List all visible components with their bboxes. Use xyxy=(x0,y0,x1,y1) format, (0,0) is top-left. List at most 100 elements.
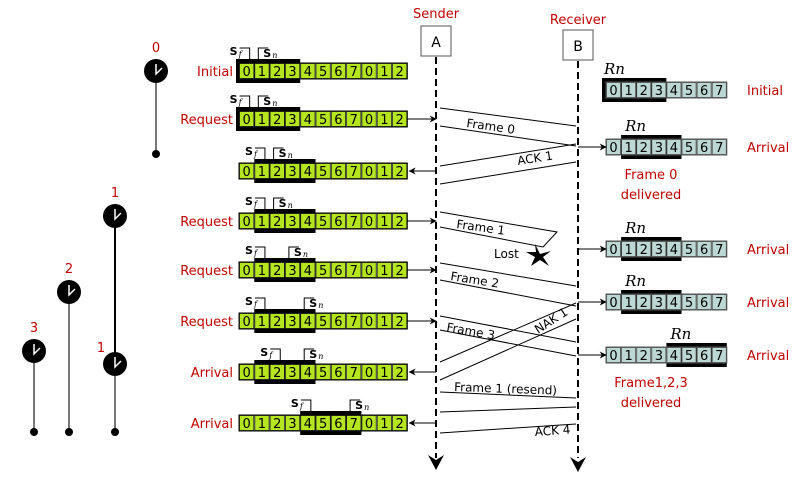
sequence-number: 4 xyxy=(304,417,312,432)
sequence-number: 2 xyxy=(273,417,281,432)
frame-2-line xyxy=(439,262,577,307)
sf-pointer-label: S xyxy=(230,45,238,58)
sequence-number: 5 xyxy=(319,65,327,80)
sn-pointer-line xyxy=(257,47,269,60)
sequence-number: 3 xyxy=(288,113,296,128)
sequence-number: 2 xyxy=(273,315,281,330)
sf-pointer-subscript: f xyxy=(253,249,259,258)
receive-number: 3 xyxy=(655,84,663,99)
sequence-number: 0 xyxy=(365,215,373,230)
sn-pointer-line xyxy=(273,147,284,160)
sequence-number: 2 xyxy=(396,264,404,279)
receive-number: 6 xyxy=(700,296,708,311)
sequence-number: 6 xyxy=(334,215,342,230)
sn-pointer-label: S xyxy=(279,197,287,210)
sf-pointer-label: S xyxy=(245,244,253,257)
receive-number: 0 xyxy=(609,243,617,258)
receive-number: 5 xyxy=(685,84,693,99)
receive-outline xyxy=(605,81,728,99)
sequence-number: 2 xyxy=(273,165,281,180)
sequence-number: 3 xyxy=(288,264,296,279)
sequence-number: 2 xyxy=(273,366,281,381)
clock-hands xyxy=(155,64,163,76)
receive-number: 2 xyxy=(640,243,648,258)
sequence-number: 6 xyxy=(334,417,342,432)
sequence-number: 0 xyxy=(365,315,373,330)
receive-number: 6 xyxy=(700,84,708,99)
receive-number: 4 xyxy=(670,349,678,364)
receive-number: 4 xyxy=(670,141,678,156)
sequence-number: 1 xyxy=(380,366,388,381)
sequence-number: 1 xyxy=(258,417,266,432)
sequence-number: 4 xyxy=(304,264,312,279)
sequence-number: 5 xyxy=(319,165,327,180)
clock-hands xyxy=(68,285,76,297)
receive-number: 4 xyxy=(670,243,678,258)
sequence-number: 5 xyxy=(319,366,327,381)
sn-pointer-label: S xyxy=(355,399,363,412)
timer-end-dot xyxy=(65,428,73,436)
sequence-number: 2 xyxy=(273,65,281,80)
frame-1-resend-line xyxy=(439,391,577,413)
sf-pointer-line xyxy=(239,95,251,108)
sequence-number: 7 xyxy=(350,315,358,330)
receive-number: 3 xyxy=(655,243,663,258)
sequence-number: 0 xyxy=(243,315,251,330)
sequence-number: 2 xyxy=(396,366,404,381)
sender-role-label: Sender xyxy=(413,7,460,22)
sequence-number: 1 xyxy=(258,165,266,180)
sn-pointer-line xyxy=(349,399,361,412)
sn-pointer-line xyxy=(303,348,315,361)
sequence-number: 1 xyxy=(258,366,266,381)
sequence-number: 2 xyxy=(273,264,281,279)
receive-number: 6 xyxy=(700,243,708,258)
sequence-number: 3 xyxy=(288,366,296,381)
sf-pointer-subscript: f xyxy=(253,200,259,209)
receive-number: 5 xyxy=(685,141,693,156)
sequence-number: 6 xyxy=(334,165,342,180)
sequence-number: 4 xyxy=(304,315,312,330)
sequence-number: 1 xyxy=(258,315,266,330)
sequence-number: 6 xyxy=(334,113,342,128)
sequence-number: 7 xyxy=(350,417,358,432)
sf-pointer-label: S xyxy=(245,145,253,158)
sf-pointer-subscript: f xyxy=(238,98,244,107)
sn-pointer-line xyxy=(273,197,284,210)
sequence-number: 0 xyxy=(365,366,373,381)
receive-number: 1 xyxy=(625,296,633,311)
sequence-number: 2 xyxy=(273,215,281,230)
delivery-note: Frame1,2,3 xyxy=(614,376,688,391)
clock-hands xyxy=(114,209,122,221)
timer: 2 xyxy=(57,262,81,436)
sender-row-label: Request xyxy=(180,113,233,128)
ack-1-line xyxy=(439,143,577,185)
sequence-number: 5 xyxy=(319,417,327,432)
sequence-number: 3 xyxy=(288,165,296,180)
sequence-number: 0 xyxy=(243,113,251,128)
receive-number: 0 xyxy=(609,84,617,99)
message-label: ACK 1 xyxy=(516,149,553,168)
sequence-number: 4 xyxy=(304,65,312,80)
sequence-outline xyxy=(238,62,408,80)
sequence-number: 7 xyxy=(350,366,358,381)
message-label: ACK 4 xyxy=(534,423,571,439)
sf-pointer-line xyxy=(254,246,266,259)
receive-number: 0 xyxy=(609,296,617,311)
sequence-number: 7 xyxy=(350,113,358,128)
sender-row-label: Request xyxy=(180,315,233,330)
sequence-number: 1 xyxy=(258,215,266,230)
message-label: Frame 0 xyxy=(466,116,516,137)
receive-number: 5 xyxy=(685,349,693,364)
sequence-number: 4 xyxy=(304,366,312,381)
timer-end-dot xyxy=(152,150,160,158)
sequence-number: 1 xyxy=(380,315,388,330)
timer-label: 3 xyxy=(30,321,38,336)
receive-number: 7 xyxy=(715,84,723,99)
receive-number: 7 xyxy=(715,141,723,156)
sequence-number: 0 xyxy=(365,417,373,432)
sequence-number: 5 xyxy=(319,113,327,128)
